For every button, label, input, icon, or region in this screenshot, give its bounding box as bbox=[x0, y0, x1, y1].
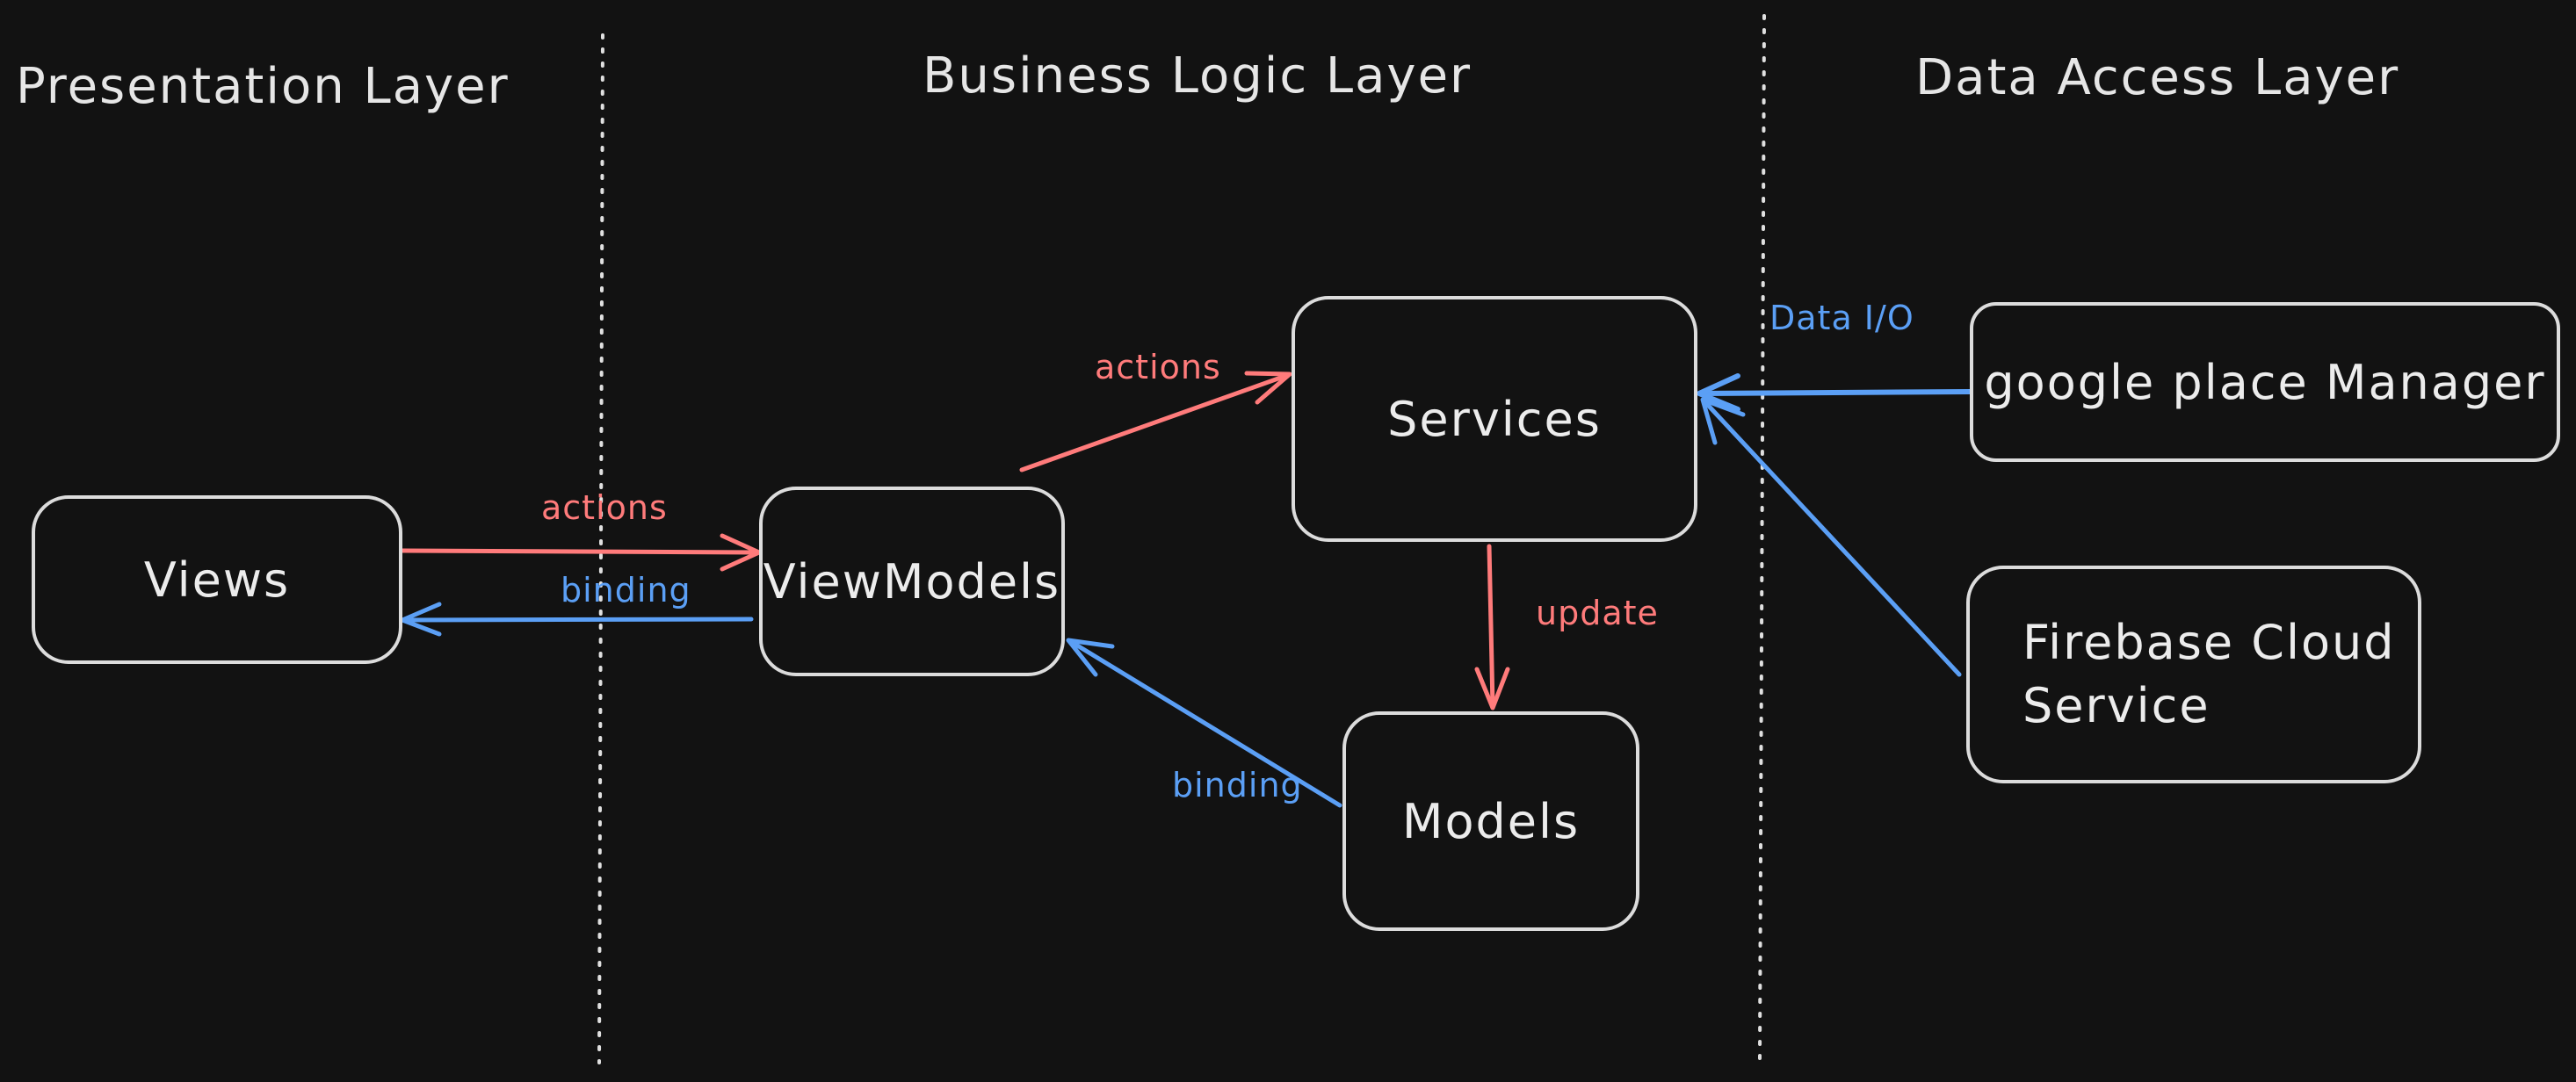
viewmodels-to-views-label: binding bbox=[561, 571, 691, 610]
views-node[interactable]: Views bbox=[32, 495, 402, 664]
data-access-layer-title: Data Access Layer bbox=[1915, 49, 2400, 106]
arrow-firebase-to-services bbox=[1700, 397, 1962, 677]
services-label: Services bbox=[1387, 391, 1602, 447]
arrow-viewmodels-to-services bbox=[1019, 371, 1292, 472]
arrow-google-to-services bbox=[1697, 373, 1973, 412]
views-to-viewmodels-label: actions bbox=[541, 488, 668, 527]
viewmodels-label: ViewModels bbox=[763, 553, 1061, 610]
google-place-manager-node[interactable]: google place Manager bbox=[1970, 302, 2560, 462]
models-node[interactable]: Models bbox=[1342, 711, 1639, 931]
data-io-label: Data I/O bbox=[1769, 299, 1914, 337]
arrow-services-to-models bbox=[1474, 544, 1510, 711]
google-place-manager-label: google place Manager bbox=[1984, 354, 2546, 410]
divider-presentation-business bbox=[597, 33, 604, 1064]
divider-business-data bbox=[1758, 14, 1766, 1060]
models-label: Models bbox=[1401, 793, 1581, 849]
models-to-viewmodels-label: binding bbox=[1172, 766, 1303, 804]
viewmodels-node[interactable]: ViewModels bbox=[759, 487, 1065, 676]
arrow-viewmodels-to-views bbox=[400, 602, 754, 637]
arrow-models-to-viewmodels bbox=[1066, 638, 1342, 808]
services-node[interactable]: Services bbox=[1292, 296, 1697, 542]
firebase-cloud-service-node[interactable]: Firebase Cloud Service bbox=[1966, 566, 2421, 783]
views-label: Views bbox=[143, 552, 291, 608]
arrow-views-to-viewmodels bbox=[400, 533, 762, 572]
business-logic-layer-title: Business Logic Layer bbox=[923, 47, 1473, 105]
firebase-cloud-service-label: Firebase Cloud Service bbox=[2022, 615, 2396, 733]
presentation-layer-title: Presentation Layer bbox=[16, 58, 510, 115]
services-to-models-label: update bbox=[1536, 594, 1659, 632]
viewmodels-to-services-label: actions bbox=[1095, 348, 1221, 386]
